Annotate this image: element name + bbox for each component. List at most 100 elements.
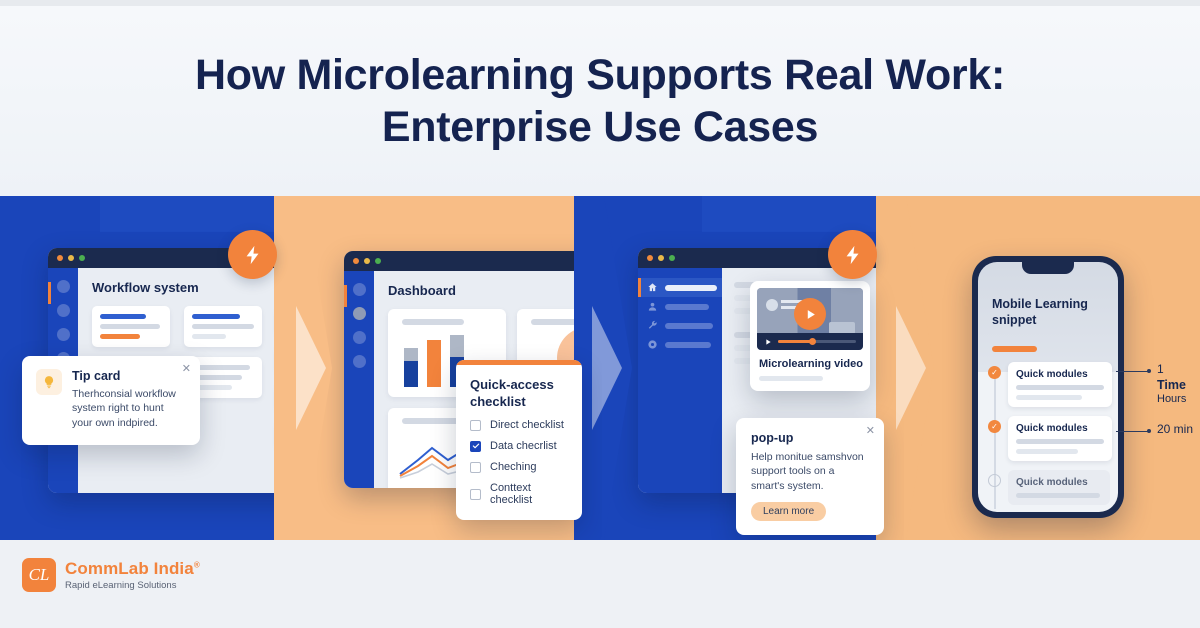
list-item[interactable]: ✓ Quick modules [988, 362, 1112, 407]
bar-group [427, 340, 441, 387]
module-title: Quick modules [1016, 369, 1088, 380]
window-close-dot[interactable] [647, 255, 653, 261]
window-minimize-dot[interactable] [658, 255, 664, 261]
annotation-dot-2 [1147, 429, 1151, 433]
dashboard-screen-title: Dashboard [388, 283, 456, 298]
phone-timeline [994, 374, 996, 509]
checkbox[interactable] [470, 461, 481, 473]
top-strip [0, 0, 1200, 6]
bar-chart-card [388, 309, 506, 397]
sidebar-item-label [665, 284, 717, 291]
lightbulb-icon [36, 369, 62, 395]
card-heading-placeholder [402, 319, 464, 325]
lightning-bolt-badge [828, 230, 877, 279]
flow-node[interactable] [92, 306, 170, 347]
logo[interactable]: CL CommLab India® Rapid eLearning Soluti… [22, 558, 200, 592]
checkbox[interactable] [470, 419, 481, 431]
checklist-label: Data checrlist [490, 440, 557, 453]
phone-device: Mobile Learning snippet ✓ Quick modules … [972, 256, 1124, 518]
window-maximize-dot[interactable] [375, 258, 381, 264]
panel-dashboard: Dashboard [302, 196, 602, 540]
logo-mark-icon: CL [22, 558, 56, 592]
phone-notch [1022, 262, 1074, 274]
video-card[interactable]: Microlearning video [750, 281, 870, 391]
video-scrubber-handle[interactable] [809, 338, 817, 345]
video-thumbnail[interactable] [757, 288, 863, 350]
checklist-row[interactable]: Direct checklist [470, 419, 568, 431]
window-titlebar [344, 251, 602, 271]
flow-node[interactable] [276, 306, 302, 336]
sidebar-item-home[interactable] [638, 278, 722, 297]
panel-sheen [100, 196, 302, 232]
panel-sheen [702, 196, 904, 232]
video-caption: Microlearning video [759, 358, 863, 370]
lightning-bolt-icon [846, 245, 858, 264]
logo-brand: CommLab India® [65, 559, 200, 579]
window-maximize-dot[interactable] [669, 255, 675, 261]
page-title-line-2: Enterprise Use Cases [381, 103, 819, 151]
checklist-row[interactable]: Conttext checklist [470, 482, 568, 506]
sidebar-item-2[interactable] [56, 304, 70, 317]
popup-body: Help monitue samshvon support tools on a… [751, 451, 864, 492]
module-title: Quick modules [1016, 477, 1088, 488]
popup-card[interactable]: ✕ pop-up Help monitue samshvon support t… [736, 418, 884, 536]
sidebar-item-1[interactable] [56, 280, 70, 293]
annotation-leader-1 [1116, 371, 1150, 372]
logo-mark-text: CL [28, 565, 50, 584]
check-icon: ✓ [988, 420, 1001, 433]
annotation-time: 1 Time Hours [1157, 362, 1186, 405]
module-card[interactable]: Quick modules [1008, 362, 1112, 407]
flow-node[interactable] [276, 344, 302, 374]
list-item[interactable]: Quick modules [988, 470, 1110, 505]
flow-node[interactable] [184, 306, 262, 347]
gear-icon [648, 340, 657, 349]
annotation-label: Time [1157, 378, 1186, 392]
close-icon[interactable]: ✕ [865, 425, 875, 437]
module-title: Quick modules [1016, 423, 1088, 434]
window-minimize-dot[interactable] [364, 258, 370, 264]
page-title: How Microlearning Supports Real Work: En… [195, 49, 1005, 154]
checklist-row[interactable]: Cheching [470, 461, 568, 473]
sidebar-item-1[interactable] [352, 283, 366, 296]
window-close-dot[interactable] [353, 258, 359, 264]
phone-screen: Mobile Learning snippet ✓ Quick modules … [978, 262, 1118, 512]
flow-node[interactable] [276, 420, 302, 450]
window-maximize-dot[interactable] [79, 255, 85, 261]
footer: CL CommLab India® Rapid eLearning Soluti… [0, 540, 1200, 628]
check-icon: ✓ [988, 366, 1001, 379]
flow-node[interactable] [276, 382, 302, 412]
sidebar-item-3[interactable] [352, 331, 366, 344]
sidebar-item-2[interactable] [352, 307, 366, 320]
sidebar-item-settings[interactable] [638, 335, 722, 354]
sidebar-item-user[interactable] [638, 297, 722, 316]
play-icon[interactable] [794, 298, 826, 331]
user-icon [648, 302, 657, 311]
module-card[interactable]: Quick modules [1008, 470, 1110, 505]
logo-brand-text: CommLab India [65, 559, 194, 578]
tip-card-title: Tip card [72, 369, 121, 383]
checkbox[interactable] [470, 488, 481, 500]
dashboard-sidebar[interactable] [344, 271, 374, 488]
learn-more-button[interactable]: Learn more [751, 502, 827, 522]
checklist-row[interactable]: Data checrlist [470, 440, 568, 452]
video-sidebar[interactable] [638, 268, 722, 493]
list-item[interactable]: ✓ Quick modules [988, 416, 1112, 461]
checklist-label: Direct checklist [490, 419, 564, 432]
tip-card[interactable]: ✕ Tip card Therhconsial workflow system … [22, 356, 200, 446]
play-small-icon[interactable] [764, 338, 772, 346]
video-progress-bar[interactable] [778, 338, 856, 345]
sidebar-active-accent [344, 285, 347, 307]
tip-card-body: Therhconsial workflow system right to hu… [72, 388, 176, 429]
card-heading-placeholder [531, 319, 591, 325]
sidebar-item-4[interactable] [352, 355, 366, 368]
quick-access-checklist[interactable]: Quick-access checklist Direct checklist … [456, 360, 582, 521]
window-close-dot[interactable] [57, 255, 63, 261]
sidebar-item-3[interactable] [56, 328, 70, 341]
header-banner: How Microlearning Supports Real Work: En… [0, 6, 1200, 196]
module-card[interactable]: Quick modules [1008, 416, 1112, 461]
close-icon[interactable]: ✕ [181, 363, 191, 375]
checkbox-checked[interactable] [470, 440, 481, 452]
video-controls[interactable] [757, 333, 863, 350]
sidebar-item-tools[interactable] [638, 316, 722, 335]
window-minimize-dot[interactable] [68, 255, 74, 261]
